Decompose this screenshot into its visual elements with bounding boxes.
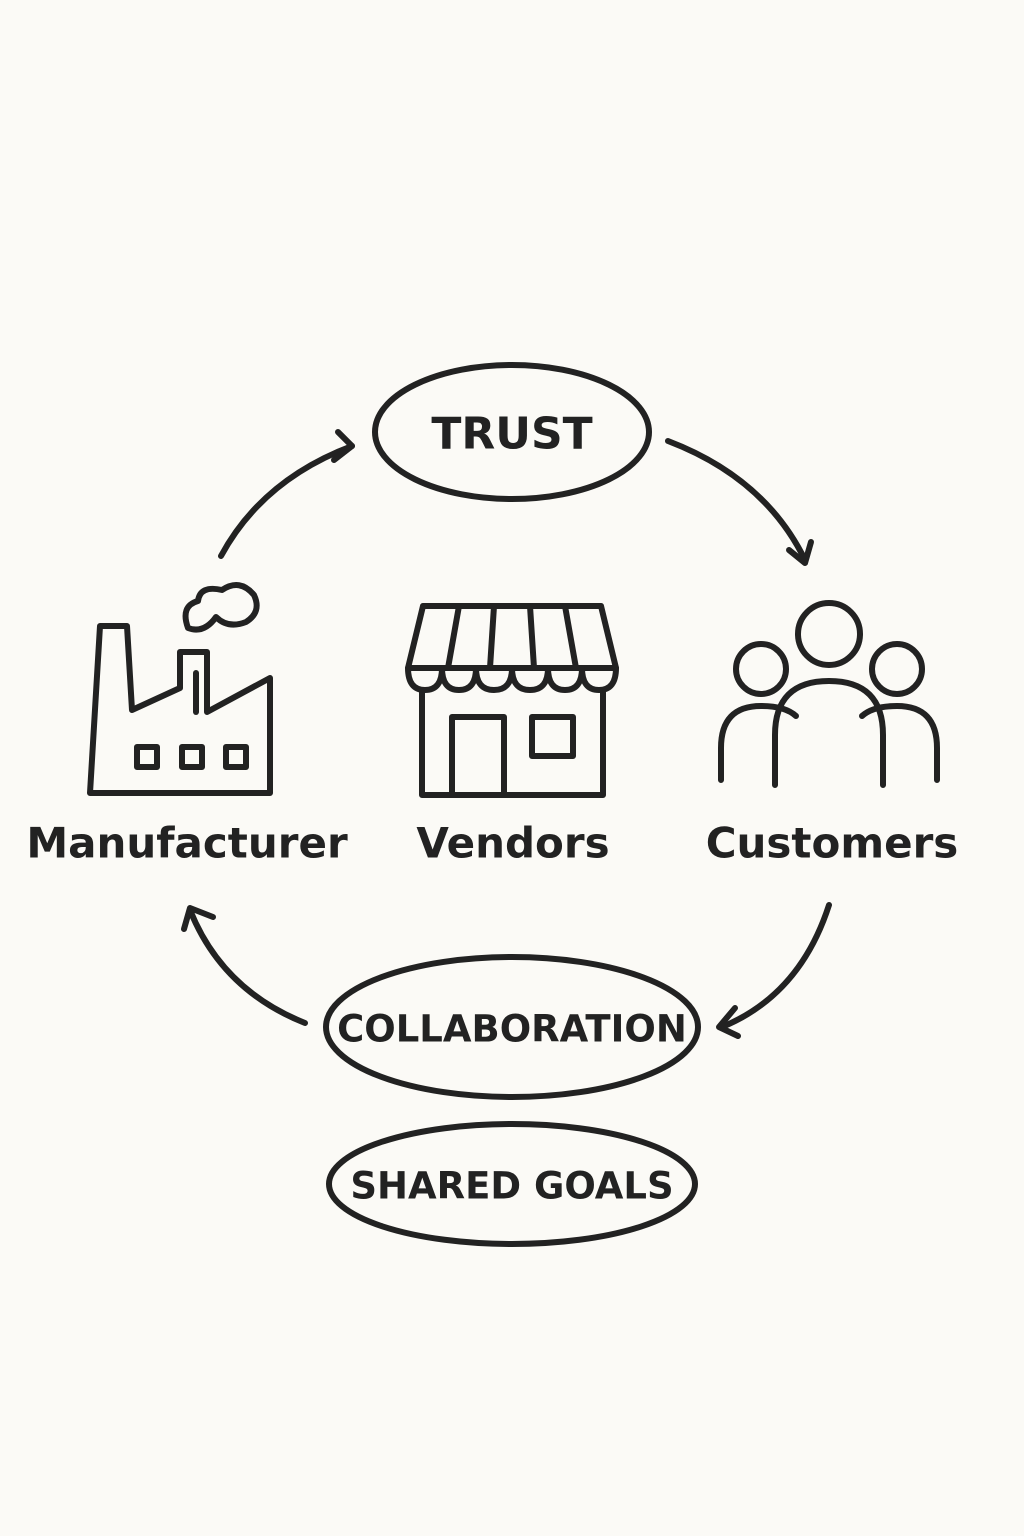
- collaboration-label: COLLABORATION: [337, 1008, 687, 1051]
- arrow-manufacturer-to-trust: [218, 429, 355, 559]
- shared-goals-oval: SHARED GOALS: [326, 1121, 698, 1247]
- factory-icon: [87, 582, 273, 796]
- arrow-trust-to-customers: [665, 438, 814, 566]
- arrow-collaboration-to-manufacturer: [181, 905, 308, 1026]
- vendors-label: Vendors: [416, 819, 609, 868]
- arrow-customers-to-collaboration: [716, 902, 832, 1039]
- customers-label: Customers: [706, 819, 959, 868]
- shared-goals-label: SHARED GOALS: [350, 1165, 673, 1208]
- people-group-icon: [718, 600, 940, 788]
- trust-oval: TRUST: [372, 362, 652, 502]
- manufacturer-label: Manufacturer: [26, 819, 348, 868]
- collaboration-oval: COLLABORATION: [323, 954, 701, 1100]
- storefront-icon: [405, 603, 619, 798]
- trust-label: TRUST: [431, 409, 592, 460]
